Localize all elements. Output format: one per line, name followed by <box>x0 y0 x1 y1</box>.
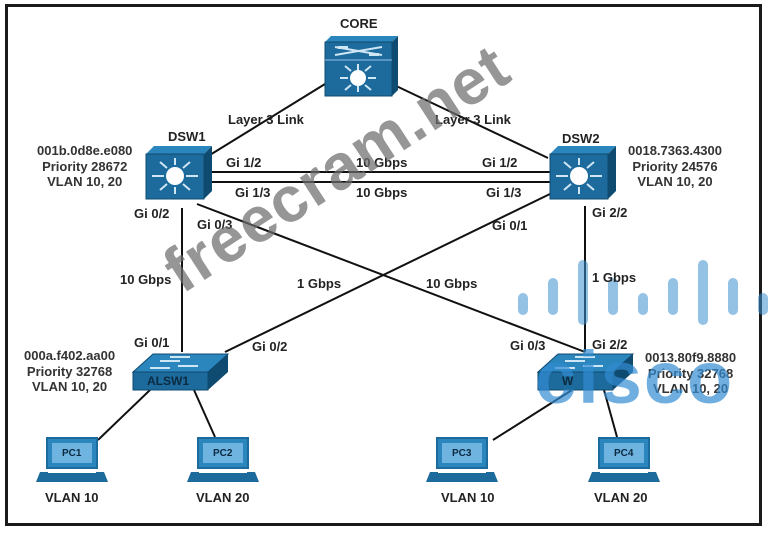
router-star-icon <box>152 158 198 194</box>
link-core-dsw1 <box>204 83 326 159</box>
alsw2-info: 0013.80f9.8880 Priority 32768 VLAN 10, 2… <box>645 350 736 397</box>
alsw2-priority: Priority 32768 <box>647 365 734 381</box>
dsw1-port-gi03: Gi 0/3 <box>197 217 233 232</box>
links <box>97 83 618 441</box>
link-dsw2-alsw1-speed: 1 Gbps <box>297 276 342 291</box>
pc4-vlan: VLAN 20 <box>594 490 648 505</box>
link-dsw1-alsw1-speed: 10 Gbps <box>120 272 172 287</box>
dsw2-info: 0018.7363.4300 Priority 24576 VLAN 10, 2… <box>628 143 722 190</box>
dsw2-port-gi22: Gi 2/2 <box>592 205 628 220</box>
dsw2-vlans: VLAN 10, 20 <box>637 174 713 189</box>
alsw1-vlans: VLAN 10, 20 <box>31 379 108 394</box>
alsw1-port-gi02: Gi 0/2 <box>252 339 288 354</box>
pc1-vlan: VLAN 10 <box>45 490 99 505</box>
dsw1-switch[interactable] <box>145 146 212 200</box>
dsw2-port-gi13: Gi 1/3 <box>486 185 522 200</box>
dsw1-port-gi02: Gi 0/2 <box>134 206 170 221</box>
link-dsw2-alsw2-speed: 1 Gbps <box>592 270 637 285</box>
link-dsw1-alsw2-speed: 10 Gbps <box>426 276 478 291</box>
dsw1-priority: Priority 28672 <box>42 158 128 174</box>
pc1-laptop[interactable] <box>36 437 108 482</box>
alsw2-port-gi03: Gi 0/3 <box>510 338 546 353</box>
pc2-laptop[interactable] <box>187 437 259 482</box>
link-alsw1-pc1 <box>97 389 151 441</box>
diagram-frame <box>5 4 762 526</box>
link-alsw2-pc4 <box>603 389 618 438</box>
dsw1-label: DSW1 <box>168 129 206 144</box>
link-gi12-speed: 10 Gbps <box>356 155 408 170</box>
alsw2-switch[interactable] <box>536 353 635 391</box>
dsw1-mac: 001b.0d8e.e080 <box>37 143 133 158</box>
dsw1-port-gi12: Gi 1/2 <box>226 155 262 170</box>
core-switch[interactable] <box>324 36 398 97</box>
pc4-laptop[interactable] <box>588 437 660 482</box>
alsw1-label: ALSW1 <box>147 374 189 388</box>
dsw2-switch[interactable] <box>549 146 616 200</box>
pc2-label: PC2 <box>213 448 233 459</box>
link-dsw1-alsw2 <box>196 203 586 353</box>
alsw1-port-gi01: Gi 0/1 <box>134 335 170 350</box>
dsw2-port-gi01: Gi 0/1 <box>492 218 528 233</box>
link-alsw2-pc3 <box>492 389 573 441</box>
pc3-label: PC3 <box>452 448 472 459</box>
alsw1-mac: 000a.f402.aa00 <box>24 348 116 363</box>
link-gi13-speed: 10 Gbps <box>356 185 408 200</box>
switch-arrows-icon <box>150 356 198 369</box>
alsw2-mac: 0013.80f9.8880 <box>645 350 737 365</box>
dsw2-label: DSW2 <box>562 131 600 146</box>
dsw2-mac: 0018.7363.4300 <box>628 143 722 158</box>
core-label: CORE <box>340 16 378 31</box>
router-star-icon <box>556 158 602 194</box>
dsw1-port-gi13: Gi 1/3 <box>235 185 271 200</box>
crossed-arrows-icon <box>334 46 383 56</box>
pc3-vlan: VLAN 10 <box>441 490 495 505</box>
link-core-dsw1-label: Layer 3 Link <box>228 112 304 127</box>
dsw2-priority: Priority 24576 <box>632 158 718 174</box>
router-star-icon <box>340 64 376 92</box>
link-core-dsw2 <box>391 83 549 159</box>
link-alsw1-pc2 <box>193 389 216 438</box>
pc2-vlan: VLAN 20 <box>196 490 250 505</box>
alsw2-port-gi22: Gi 2/2 <box>592 337 628 352</box>
pc3-laptop[interactable] <box>426 437 498 482</box>
switch-arrows-icon <box>555 356 603 369</box>
cisco-bars-watermark <box>518 260 768 325</box>
dsw2-port-gi12: Gi 1/2 <box>482 155 518 170</box>
alsw1-switch[interactable] <box>131 353 230 391</box>
dsw1-info: 001b.0d8e.e080 Priority 28672 VLAN 10, 2… <box>37 143 132 190</box>
alsw2-label: W <box>562 374 574 388</box>
pc1-label: PC1 <box>62 448 82 459</box>
alsw2-vlans: VLAN 10, 20 <box>652 381 729 396</box>
link-dsw2-alsw1 <box>224 192 553 353</box>
alsw1-priority: Priority 32768 <box>26 363 113 379</box>
link-core-dsw2-label: Layer 3 Link <box>435 112 511 127</box>
dsw1-vlans: VLAN 10, 20 <box>47 174 123 189</box>
pc4-label: PC4 <box>614 448 634 459</box>
alsw1-info: 000a.f402.aa00 Priority 32768 VLAN 10, 2… <box>24 348 115 395</box>
